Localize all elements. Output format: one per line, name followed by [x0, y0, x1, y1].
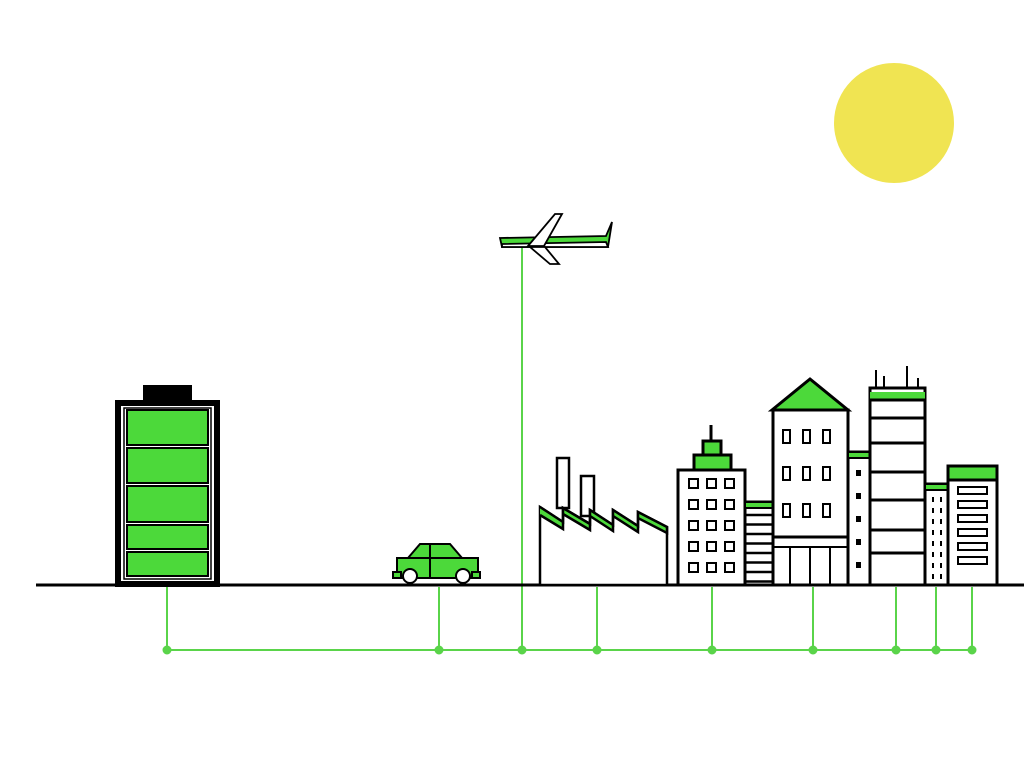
battery-cell [126, 551, 209, 577]
sun-icon [834, 63, 954, 183]
grid-node [162, 645, 172, 655]
battery-cell [126, 447, 209, 484]
grid-node [967, 645, 977, 655]
grid-node [707, 645, 717, 655]
power-grid-lines [162, 247, 977, 655]
battery-cell [126, 485, 209, 523]
grid-node [891, 645, 901, 655]
car-icon [392, 543, 481, 584]
battery-icon [115, 385, 220, 587]
grid-node [808, 645, 818, 655]
city-buildings-icon [676, 366, 999, 587]
airplane-icon [498, 213, 613, 265]
grid-node [434, 645, 444, 655]
factory-icon [538, 456, 669, 587]
battery-cell [126, 409, 209, 446]
battery-cell [126, 524, 209, 550]
grid-node [592, 645, 602, 655]
grid-node [931, 645, 941, 655]
grid-node [517, 645, 527, 655]
